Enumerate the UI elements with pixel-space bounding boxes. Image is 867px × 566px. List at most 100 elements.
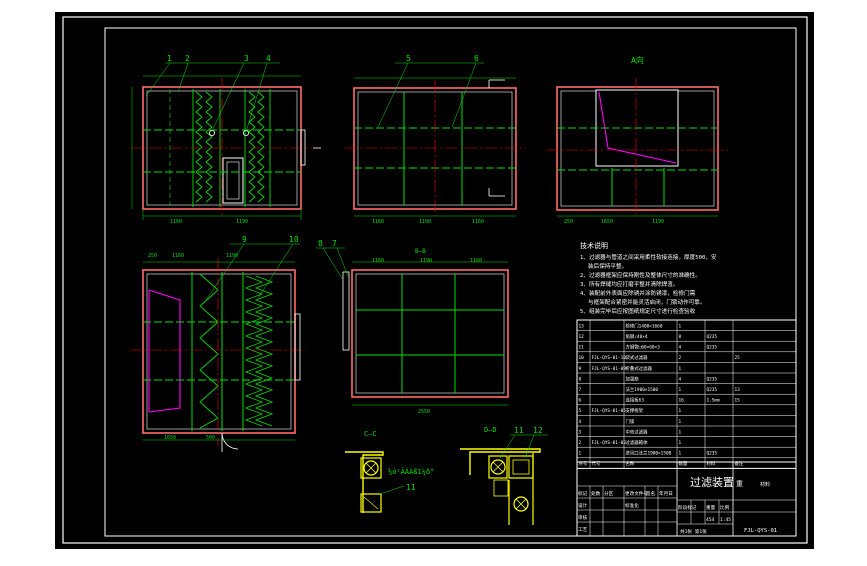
bom-header-cell: 材料 [707, 460, 716, 467]
bom-cell: Q235 [707, 345, 718, 351]
bom-cell: 连接板δ3 [626, 397, 645, 404]
bom-cell: 支撑框架 [626, 407, 644, 414]
tb-row-design: 设计 [578, 502, 588, 509]
bom-row [577, 415, 796, 426]
bom-row [577, 447, 796, 458]
dim-250-a: 250 [564, 219, 573, 225]
bom-cell: 门锁 [626, 418, 635, 425]
bom-row [577, 426, 796, 437]
tech-title: 技术说明 [580, 241, 608, 250]
material-label: 材料 [760, 481, 770, 488]
bom-cell: 4 [679, 345, 682, 351]
tb-col-count: 处数 [591, 490, 601, 497]
leader-8: 8 [318, 239, 323, 248]
leader-5: 5 [406, 54, 411, 63]
tech-line-4: 3、所有焊缝均应打磨平整并清除焊渣。 [580, 280, 678, 288]
tb-col-zone: 分区 [604, 490, 614, 497]
bom-cell: 1 [679, 323, 682, 329]
tb-row-process: 工艺 [578, 527, 588, 533]
outer-border-frame [62, 16, 808, 544]
leader-4: 4 [266, 54, 271, 63]
view-a[interactable]: A向 250 1650 1190 [546, 55, 728, 225]
bom-cell: FJL-QYS-01-02 [592, 440, 627, 446]
bom-row [577, 362, 796, 373]
tb-row-review: 审核 [578, 514, 588, 521]
bill-of-materials[interactable]: 13检修门1400×1660112角钢∠40×48Q23511方钢管□60×60… [576, 319, 797, 469]
bom-row [577, 352, 796, 363]
tb-sheet-info: 共1张 第1张 [680, 528, 707, 535]
dim-250-b: 250 [148, 253, 157, 259]
tb-stage-label: 阶段标记 [678, 504, 697, 511]
title-block[interactable]: 标记 设计 审核 工艺 处数 分区 更改文件号 签名 年月日 标准化 过滤装置 … [576, 461, 797, 537]
dim-1190-c: 1190 [652, 219, 664, 225]
section-cc[interactable]: C—C ½ó²ÂÀÀß1¼ð° 11 [345, 430, 434, 513]
tech-line-7: 5、组装完毕后应按图纸规定尺寸进行检查验收 [580, 307, 696, 315]
tb-scale-value: 1:45 [720, 517, 731, 523]
view-a-label: A向 [631, 55, 644, 65]
bom-cell: 3 [579, 429, 582, 435]
dim-1650-a: 1650 [601, 219, 613, 225]
bom-cell: 12 [579, 334, 585, 340]
bom-cell: Q235 [707, 451, 718, 457]
dim-1160-a: 1160 [170, 219, 182, 225]
bom-cell: 8 [679, 334, 682, 340]
leader-1: 1 [167, 54, 172, 63]
bom-cell: Q235 [707, 334, 718, 340]
bom-cell: 1.5mm [707, 398, 721, 404]
bom-cell: 折叠式过滤器 [626, 365, 653, 372]
bom-cell: FJL-QYS-01-10 [592, 355, 627, 361]
bom-cell: 25 [735, 355, 741, 361]
tech-line-3: 2、过滤器框架应保持刚性及整体尺寸的准确性。 [580, 271, 701, 279]
bom-row [577, 405, 796, 416]
section-bb-label: B—B [415, 248, 426, 255]
bom-row [577, 341, 796, 352]
dim-1190-e: 1190 [420, 258, 432, 264]
bom-cell: 6 [579, 398, 582, 404]
front-view[interactable]: 1160 1190 1 2 3 4 [130, 54, 321, 225]
top-view[interactable]: 1160 1190 1160 5 6 [345, 54, 526, 225]
dim-1160-e: 1160 [372, 258, 384, 264]
tb-scale-label: 比例 [720, 504, 730, 511]
tb-standardize: 标准化 [625, 502, 639, 509]
section-view-left[interactable]: 250 1160 1190 1650 500 9 10 [130, 235, 306, 452]
tb-col-sign: 签名 [646, 490, 655, 497]
bom-cell: 过滤器箱体 [626, 439, 649, 446]
bom-cell: Q235 [707, 376, 718, 382]
bom-cell: 4 [579, 419, 582, 425]
bom-cell: 1 [579, 451, 582, 457]
tb-weight-label: 重量 [706, 504, 716, 511]
bom-header-cell: 名称 [626, 460, 635, 467]
bom-row [577, 373, 796, 384]
leader-10: 10 [289, 235, 299, 244]
bom-cell: 8 [579, 376, 582, 382]
dim-500: 500 [206, 435, 215, 441]
dim-1160-d: 1160 [172, 253, 184, 259]
bom-header-row [577, 458, 796, 469]
filter-panel-2 [205, 91, 213, 203]
dim-1160-f: 1160 [470, 258, 482, 264]
bom-cell: 7 [579, 387, 582, 393]
tech-line-5: 4、装配前外表面应除锈并涂防锈漆，检修门需 [580, 289, 696, 297]
section-note: ½ó²ÂÀÀß1¼ð° [388, 467, 434, 476]
flange-view[interactable]: B—B 1160 1190 1160 2550 8 7 [316, 239, 509, 415]
dim-1160-c: 1160 [472, 219, 484, 225]
bom-cell: 1 [679, 408, 682, 414]
tb-row-mark: 标记 [578, 490, 588, 497]
section-dd[interactable]: D—D 11 12 [460, 426, 548, 525]
bom-cell: 检修门1400×1660 [626, 322, 663, 329]
model-space-background [55, 12, 814, 549]
tech-line-6: 与框架配合紧密并能灵活启闭，门锁动作可靠。 [588, 298, 705, 306]
bag-filter-right [244, 275, 264, 427]
bom-cell: 11 [579, 345, 585, 351]
tech-line-1: 1、过滤器与管道之间采用柔性软接连接，厚度500，安 [580, 253, 717, 261]
bom-cell: 进风口法兰1900×1500 [626, 450, 672, 457]
leader-6: 6 [474, 54, 479, 63]
tb-weight-value: 454 [706, 517, 715, 523]
bom-cell: 中效过滤器 [626, 428, 649, 435]
bom-cell: 9 [579, 366, 582, 372]
bom-header-cell: 数量 [679, 460, 688, 467]
dim-1650-b: 1650 [164, 435, 176, 441]
bom-cell: 加强筋 [626, 375, 640, 382]
